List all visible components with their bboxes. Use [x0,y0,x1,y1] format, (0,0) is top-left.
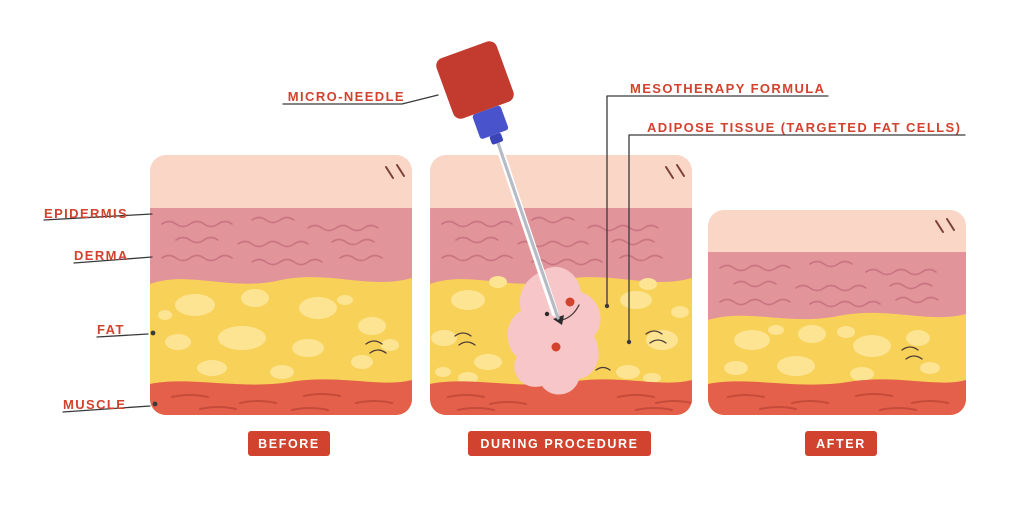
muscle-layer [430,379,692,415]
skin-surface-marks [935,218,955,233]
skin-surface-marks [385,164,405,179]
fat-cells [724,325,940,381]
micro-needle-device [436,41,560,320]
fat-cells [431,276,689,384]
muscle-layer [150,379,412,415]
stage-badge-after: AFTER [805,431,877,456]
label-micro-needle: MICRO-NEEDLE [287,89,405,104]
callout-line-mesotherapy-formula [606,95,829,307]
label-derma: DERMA [74,248,129,263]
callout-dot-mesotherapy-formula [604,303,610,309]
motion-marks [365,340,387,354]
label-epidermis: EPIDERMIS [44,206,129,221]
muscle-layer [708,379,966,415]
callout-line-epidermis [43,213,153,221]
flow-arrow [561,304,580,321]
panel-during [430,155,692,415]
callout-dot-muscle [152,401,158,407]
needle-hub-tip [489,133,503,145]
callout-line-fat [96,333,149,338]
panel-after [708,210,966,415]
stage-badge-before: BEFORE [248,431,330,456]
label-fat: FAT [97,322,125,337]
label-muscle: MUSCLE [63,397,127,412]
stage-badge-during-procedure: DURING PROCEDURE [468,431,651,456]
motion-marks [454,330,667,371]
formula-droplet [565,297,575,307]
motion-marks [901,346,923,360]
injection-site [507,266,601,395]
label-adipose-tissue: ADIPOSE TISSUE (TARGETED FAT CELLS) [647,120,962,135]
label-mesotherapy-formula: MESOTHERAPY FORMULA [630,81,826,96]
needle-shaft [496,141,560,320]
callout-line-muscle [62,405,151,413]
needle-hub [472,105,509,139]
skin-surface-marks [665,164,685,179]
fat-cells [158,289,399,379]
formula-droplet [551,342,561,352]
callout-dot-fat [150,330,156,336]
callout-lines [43,94,966,413]
flow-arrowhead [553,315,564,325]
callout-line-micro-needle [282,94,439,105]
callout-dot-adipose-tissue [626,339,632,345]
callout-line-derma [73,256,153,264]
needle-tip-point [544,311,550,317]
panel-before [150,155,412,415]
needle-cap [436,41,514,119]
callout-line-adipose-tissue [628,134,966,343]
